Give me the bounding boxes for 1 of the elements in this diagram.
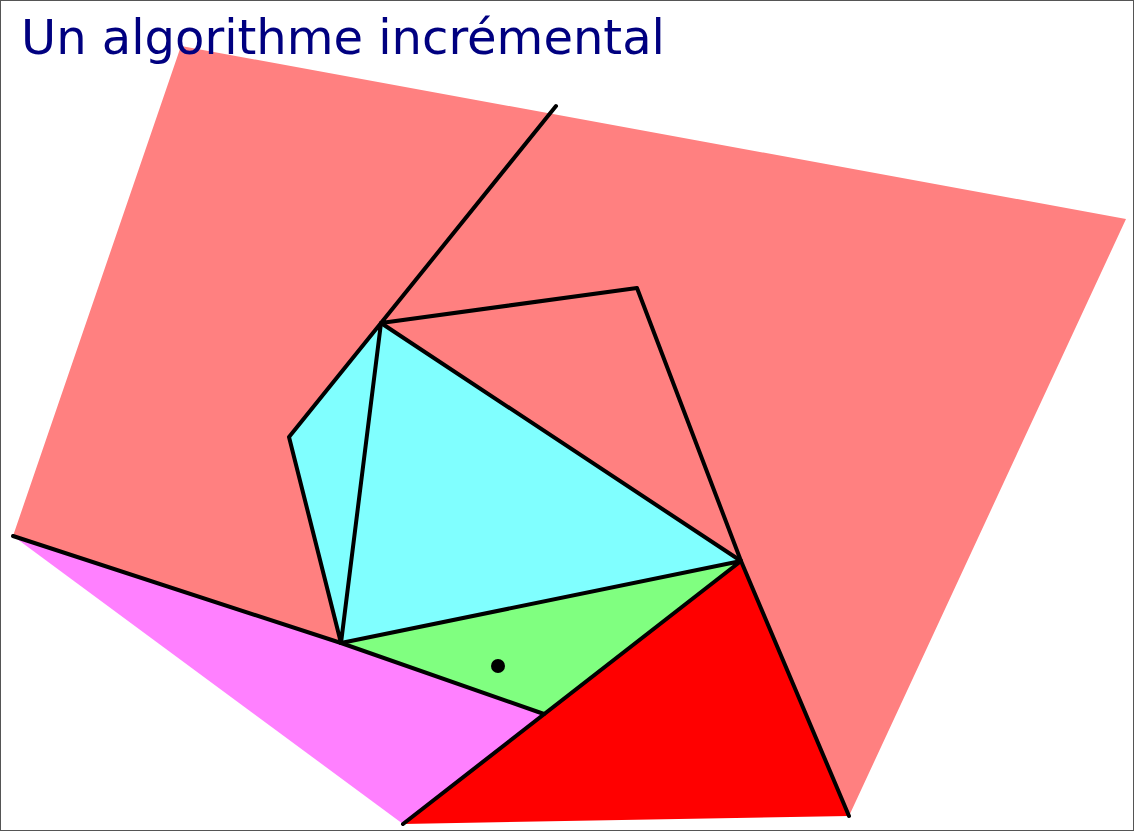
title: Un algorithme incrémental: [21, 9, 665, 65]
